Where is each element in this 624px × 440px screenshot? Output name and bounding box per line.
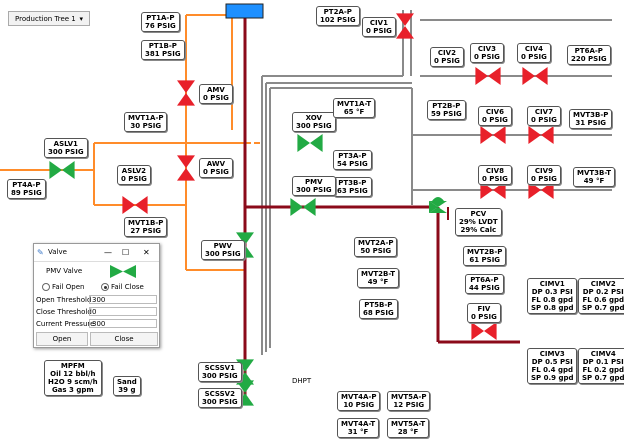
dialog-title: Valve	[48, 248, 67, 256]
chemical-injection-lines	[261, 10, 612, 355]
gas-lift-lines	[0, 10, 262, 271]
dialog-titlebar: ✎ Valve — ☐ ✕	[34, 244, 159, 262]
maximize-button[interactable]: ☐	[122, 248, 130, 257]
awv-valve-icon[interactable]	[177, 155, 195, 181]
dialog-valve-name: PMV Valve	[46, 267, 83, 275]
civ1-valve-icon[interactable]	[396, 13, 414, 39]
wellhead-icon	[225, 3, 264, 19]
production-tree-selector[interactable]: Production Tree 1 ▾	[8, 11, 90, 26]
civ7-valve-icon[interactable]	[528, 126, 554, 144]
production-lines	[243, 18, 520, 400]
open-threshold-label: Open Threshold	[36, 296, 92, 304]
close-threshold-field[interactable]: 0	[89, 307, 157, 316]
dialog-valve-icon	[110, 265, 136, 278]
fail-close-radio[interactable]: Fail Close	[101, 282, 144, 292]
close-window-button[interactable]: ✕	[143, 248, 150, 257]
fail-close-label: Fail Close	[111, 283, 144, 291]
civ6-valve-icon[interactable]	[480, 126, 506, 144]
aslv2-valve-icon[interactable]	[122, 196, 148, 214]
fail-open-label: Fail Open	[52, 283, 85, 291]
xov-valve-icon[interactable]	[297, 134, 323, 152]
fiv-valve-icon[interactable]	[471, 322, 497, 340]
civ9-valve-icon[interactable]	[528, 181, 554, 199]
fail-close-radio-dot[interactable]	[101, 283, 109, 291]
pcv-valve-icon[interactable]	[429, 197, 447, 213]
civ2-valve-icon[interactable]	[475, 67, 501, 85]
pmv-valve-icon[interactable]	[290, 198, 316, 216]
amv-valve-icon[interactable]	[177, 80, 195, 106]
close-threshold-label: Close Threshold	[36, 308, 92, 316]
feather-icon: ✎	[37, 248, 44, 257]
open-button[interactable]: Open	[36, 332, 88, 346]
fail-open-radio-dot[interactable]	[42, 283, 50, 291]
dropdown-arrow-icon: ▾	[79, 15, 83, 23]
close-button[interactable]: Close	[90, 332, 158, 346]
civ8-valve-icon[interactable]	[480, 181, 506, 199]
open-threshold-field[interactable]: 300	[89, 295, 157, 304]
aslv1-valve-icon[interactable]	[49, 161, 75, 179]
tree-selector-label: Production Tree 1	[15, 15, 76, 23]
fail-open-radio[interactable]: Fail Open	[42, 282, 84, 292]
minimize-button[interactable]: —	[104, 248, 112, 257]
current-pressure-field: 300	[89, 319, 157, 328]
current-pressure-label: Current Pressure	[36, 320, 95, 328]
civ4-valve-icon[interactable]	[522, 67, 548, 85]
dhpt-label: DHPT	[292, 377, 312, 385]
valve-dialog: ✎ Valve — ☐ ✕ PMV Valve Fail Open Fail C…	[33, 243, 160, 348]
